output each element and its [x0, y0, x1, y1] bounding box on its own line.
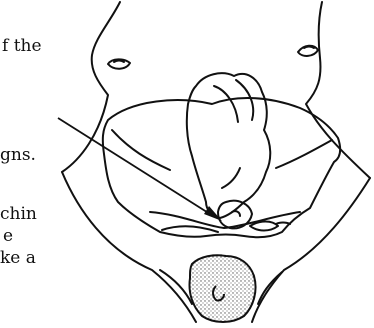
left-leg: [62, 172, 196, 322]
baby-head: [218, 201, 252, 229]
pointer-arrow: [58, 118, 222, 221]
torso-left-outline: [62, 2, 120, 172]
torso-right-outline: [306, 2, 370, 178]
baby-body: [187, 73, 270, 218]
obturator-right: [250, 222, 278, 231]
right-nipple-icon: [298, 46, 318, 56]
pelvis-inner-right: [276, 140, 332, 168]
pelvis-outline: [103, 98, 340, 237]
crowning-head-icon: [190, 255, 256, 322]
left-nipple-icon: [108, 59, 130, 68]
right-leg: [252, 178, 370, 322]
pelvis-inner-left: [112, 130, 170, 170]
pubic-arch: [162, 226, 218, 232]
